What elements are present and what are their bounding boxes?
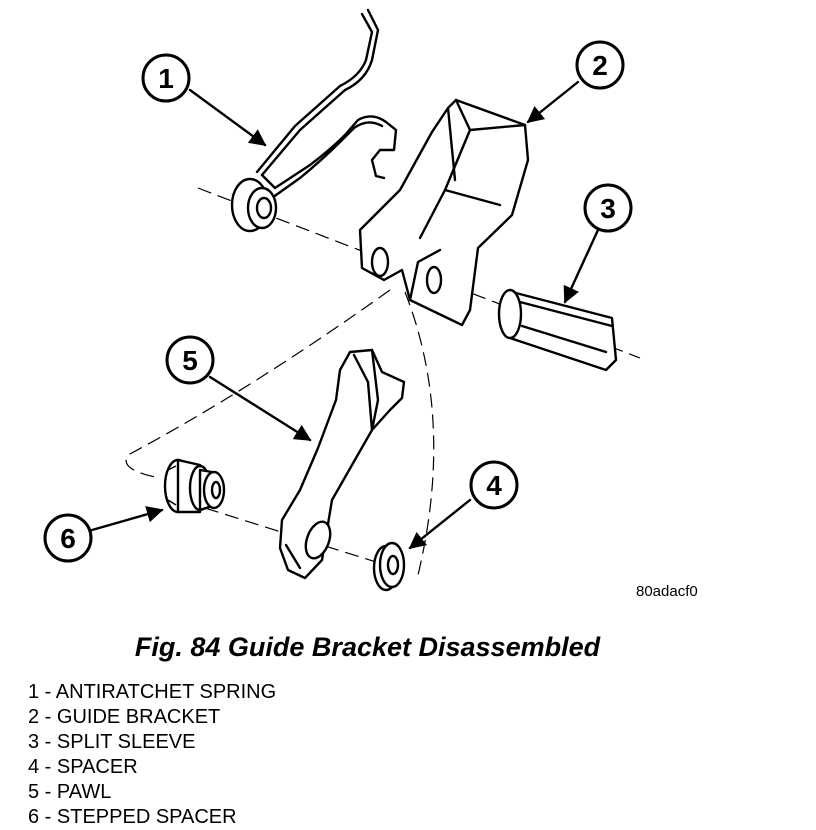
leader-arrows [90,80,600,550]
split-sleeve-part [497,288,618,372]
guide-bracket-part [358,98,530,327]
legend-item: 1 - ANTIRATCHET SPRING [28,681,277,703]
svg-text:3: 3 [600,193,616,224]
legend-item: 5 - PAWL [28,781,112,803]
legend-item: 4 - SPACER [28,756,138,778]
figure-caption: Fig. 84 Guide Bracket Disassembled [134,632,601,662]
stepped-spacer-part [163,458,226,514]
legend-item: 6 - STEPPED SPACER [28,806,237,828]
callout-2: 2 [575,40,625,90]
pawl-part [278,348,406,580]
callout-6: 6 [43,513,93,563]
svg-text:4: 4 [486,470,502,501]
legend-item: 3 - SPLIT SLEEVE [28,731,196,753]
svg-text:5: 5 [182,345,198,376]
legend-item: 2 - GUIDE BRACKET [28,706,221,728]
callout-3: 3 [583,183,633,233]
callout-4: 4 [469,460,519,510]
svg-text:6: 6 [60,523,76,554]
svg-text:1: 1 [158,63,174,94]
callout-5: 5 [165,335,215,385]
parts-legend: 1 - ANTIRATCHET SPRING 2 - GUIDE BRACKET… [28,680,276,830]
antiratchet-spring-part [230,8,398,233]
callout-1: 1 [141,53,191,103]
spacer-part [372,541,406,592]
exploded-view-illustration: 1 2 3 4 5 6 [43,8,641,592]
svg-text:2: 2 [592,50,608,81]
figure-reference-code: 80adacf0 [636,583,698,600]
